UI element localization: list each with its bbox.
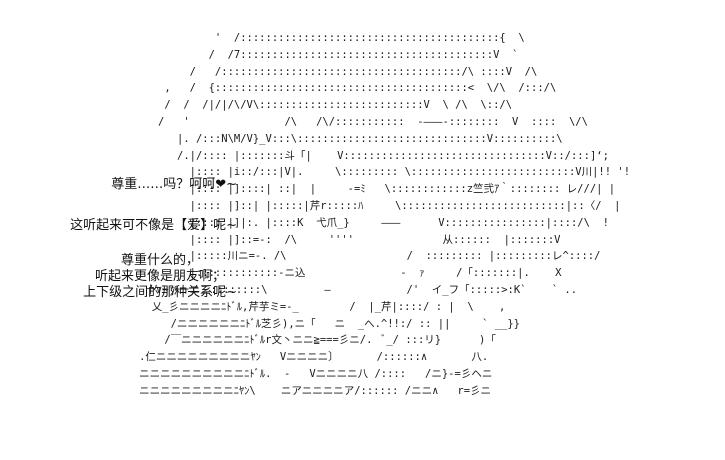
ascii-art-line: |:::: |]::| |:::::|芹r:::::ﾊ \:::::::::::… bbox=[0, 200, 621, 212]
dialogue-line: 尊重……吗？呵呵❤~ bbox=[111, 177, 237, 192]
ascii-art-line: |:::: |]|:. |::::K 弋爪_} ――― V:::::::::::… bbox=[0, 216, 609, 229]
ascii-art-line: /ニニニニニニﾆﾄﾞﾙ芝彡),ニ「 ニ _へ.^!!:/ :: || ` __}… bbox=[0, 317, 520, 330]
ascii-art-line: |:::::::::::::-ニ込 - ｧ /「:::::::|. X bbox=[0, 267, 562, 280]
dialogue-block-1: 尊重……吗？呵呵❤~ bbox=[111, 177, 237, 193]
ascii-art-line: / ' /\ /\/::::::::::: -―――-:::::::: V ::… bbox=[0, 116, 588, 128]
ascii-art-line: 乂_彡ニニニニﾆﾄﾞﾙ,芹芋ミ=-_ / |_芹|::::/ : | \ , bbox=[0, 300, 506, 313]
ascii-art-line: ニニニニニニニニニニﾆﾄﾞﾙ. - Vニニニニ八 /:::: /ニ}-=彡ヘニ bbox=[0, 368, 493, 380]
dialogue-line: 这听起来可不像是【爱】呢~ bbox=[70, 218, 237, 233]
dialogue-line: 听起来更像是朋友啊； bbox=[95, 269, 226, 284]
ascii-art-line: /￣ニニニニニニﾆﾄﾞﾙr文丶ニニ≧===彡ニ/. ﾞ_/ :::リ} )「 bbox=[0, 334, 496, 347]
ascii-art-line: |. /:::N\M/V}_V:::\:::::::::::::::::::::… bbox=[0, 132, 563, 145]
ascii-art-line: /.|/:::: |:::::::斗「| V::::::::::::::::::… bbox=[0, 149, 609, 162]
ascii-art-line: ニニニニニニニニニﾆﾔﾝ\ ニアニニニニア/:::::: /ニニ∧ r=彡ニ bbox=[0, 384, 492, 397]
ascii-art-line: |:::: |]::=-: /\ '''' 从:::::: |:::::::V bbox=[0, 233, 561, 246]
ascii-art-line: |:::::川ニ=-. /\ / ::::::::: |:::::::::レ^:… bbox=[0, 250, 601, 263]
ascii-art-line: / /:::::::::::::::::::::::::::::::::::::… bbox=[0, 65, 538, 78]
dialogue-line: 上下级之间的那种关系呢~ bbox=[83, 285, 237, 300]
dialogue-line: 尊重什么的， bbox=[121, 253, 200, 268]
ascii-art-line: .仁ニニニニニニニニニﾔﾝ Vニニニニ〕 /::::::∧ 八. bbox=[0, 351, 489, 364]
dialogue-block-2: 这听起来可不像是【爱】呢~ bbox=[70, 218, 237, 234]
ascii-art-line: / /7::::::::::::::::::::::::::::::::::::… bbox=[0, 48, 519, 61]
ascii-art-line: 十∨~ァーニ三::::::::\ ― /' イ_フ「:::::>:K` ` .. bbox=[0, 284, 578, 296]
ascii-art-line: |:::: |i::/:::|V|. \::::::::: \:::::::::… bbox=[0, 166, 631, 179]
ascii-art-line: / / /|/|/\/V\::::::::::::::::::::::::::V… bbox=[0, 99, 513, 112]
ascii-art-line: |:::: |]::::| ::| | -=ﾐ \::::::::::::z竺弐… bbox=[0, 183, 616, 196]
ascii-art-line: ' /:::::::::::::::::::::::::::::::::::::… bbox=[0, 32, 525, 44]
ascii-art-line: , / {:::::::::::::::::::::::::::::::::::… bbox=[0, 82, 557, 95]
dialogue-block-3: 尊重什么的， 听起来更像是朋友啊； 上下级之间的那种关系呢~ bbox=[83, 253, 237, 301]
